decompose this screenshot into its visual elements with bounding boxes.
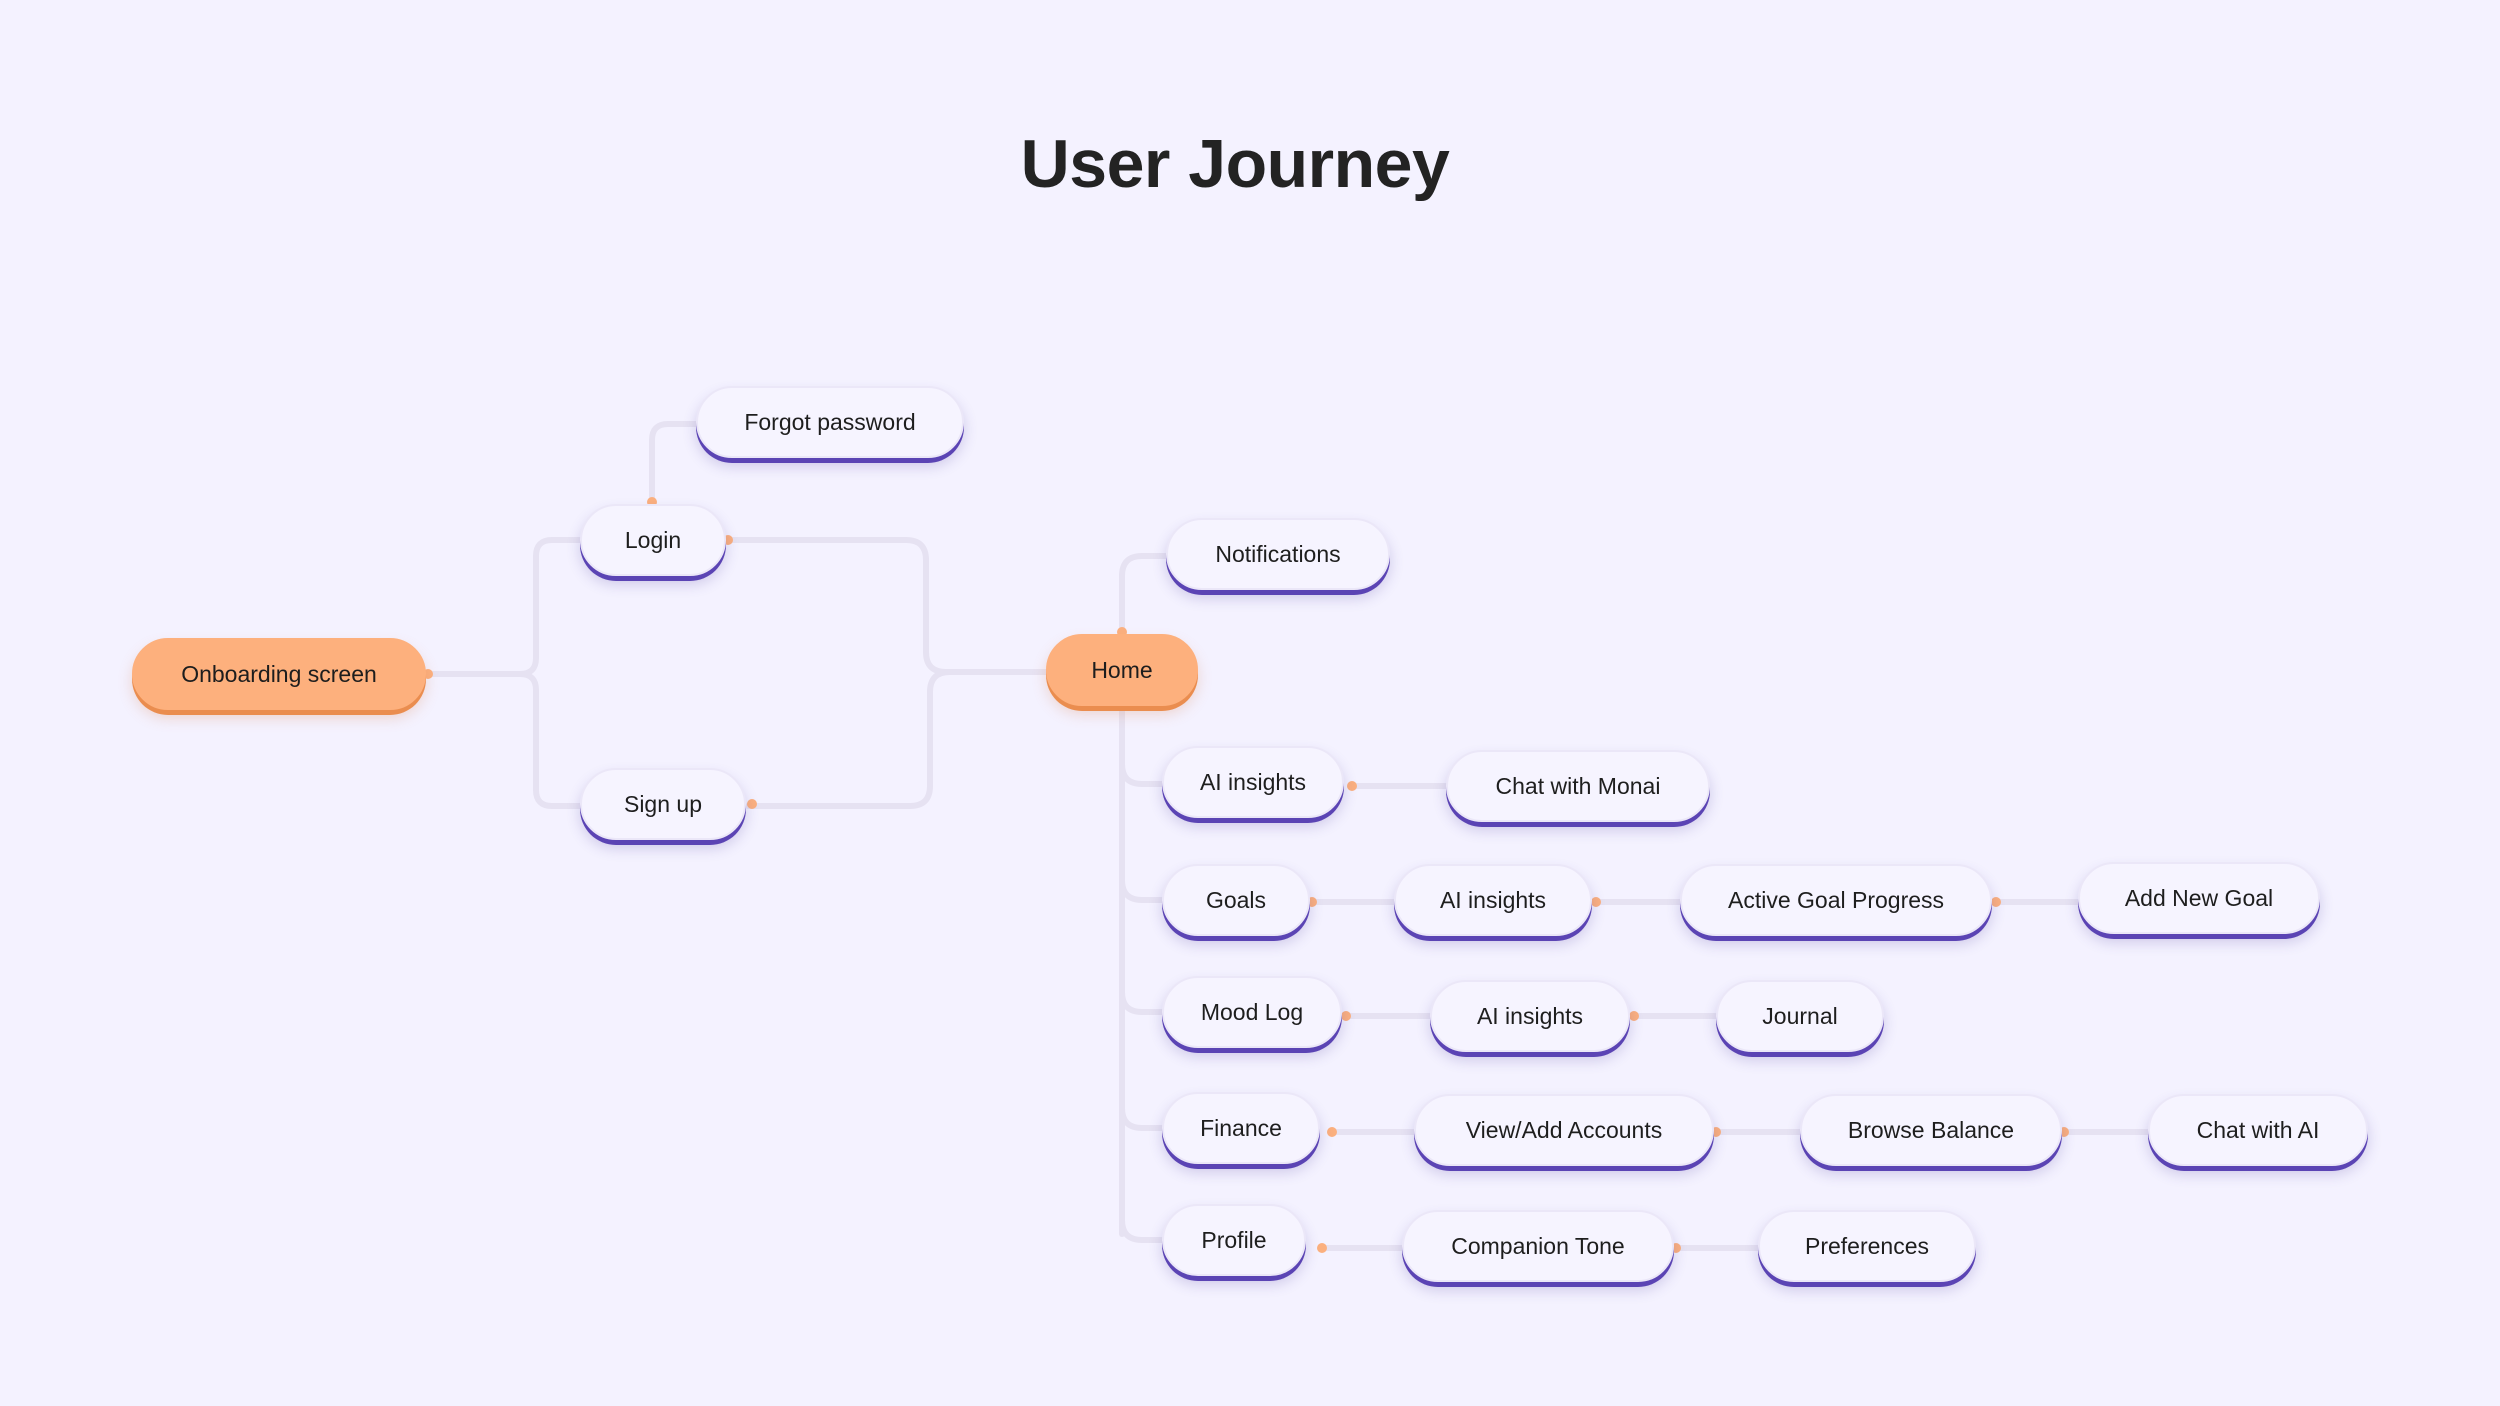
node-active-goal-progress[interactable]: Active Goal Progress [1680, 864, 1992, 936]
node-finance[interactable]: Finance [1162, 1092, 1320, 1164]
node-notifications[interactable]: Notifications [1166, 518, 1390, 590]
node-goals-ai-insights[interactable]: AI insights [1394, 864, 1592, 936]
node-browse-balance[interactable]: Browse Balance [1800, 1094, 2062, 1166]
node-chat-with-ai[interactable]: Chat with AI [2148, 1094, 2368, 1166]
edge-home-finance [1119, 1105, 1167, 1131]
edge-home-ai-insights [1119, 761, 1167, 787]
connector-dot [1991, 897, 2001, 907]
edge-login-forgot [649, 421, 701, 505]
connector-dot [1317, 1243, 1327, 1253]
edge-onboarding-signup [517, 671, 585, 809]
node-forgot-password[interactable]: Forgot password [696, 386, 964, 458]
node-ai-insights[interactable]: AI insights [1162, 746, 1344, 818]
node-sign-up[interactable]: Sign up [580, 768, 746, 840]
node-login[interactable]: Login [580, 504, 726, 576]
edge-login-home [725, 537, 1051, 675]
node-home[interactable]: Home [1046, 634, 1198, 706]
edge-home-profile [1119, 1217, 1167, 1243]
connector-dot [1327, 1127, 1337, 1137]
node-add-new-goal[interactable]: Add New Goal [2078, 862, 2320, 934]
node-goals[interactable]: Goals [1162, 864, 1310, 936]
edge-signup-home [745, 669, 953, 809]
node-onboarding-screen[interactable]: Onboarding screen [132, 638, 426, 710]
connector-dot [1347, 781, 1357, 791]
edge-home-goals [1119, 877, 1167, 903]
node-mood-ai-insights[interactable]: AI insights [1430, 980, 1630, 1052]
node-view-add-accounts[interactable]: View/Add Accounts [1414, 1094, 1714, 1166]
page-title: User Journey [1020, 126, 1450, 202]
node-preferences[interactable]: Preferences [1758, 1210, 1976, 1282]
node-profile[interactable]: Profile [1162, 1204, 1306, 1276]
node-chat-with-monai[interactable]: Chat with Monai [1446, 750, 1710, 822]
edge-home-moodlog [1119, 989, 1167, 1015]
connector-dot [747, 799, 757, 809]
node-journal[interactable]: Journal [1716, 980, 1884, 1052]
node-mood-log[interactable]: Mood Log [1162, 976, 1342, 1048]
connector-dot [1591, 897, 1601, 907]
node-companion-tone[interactable]: Companion Tone [1402, 1210, 1674, 1282]
edge-home-trunk [1119, 553, 1171, 635]
connector-dot [1629, 1011, 1639, 1021]
connector-dot [1341, 1011, 1351, 1021]
edge-onboarding-login [425, 537, 585, 677]
